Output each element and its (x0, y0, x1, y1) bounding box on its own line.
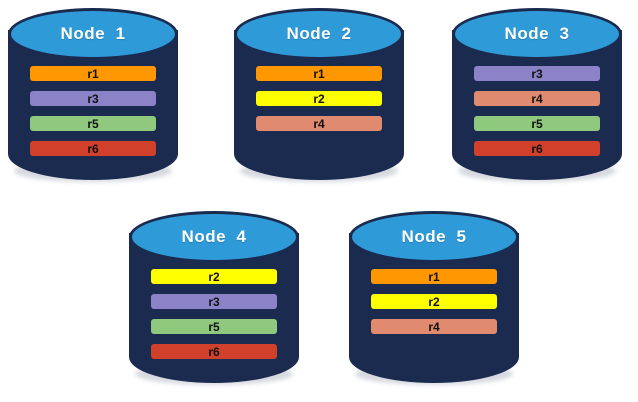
replica-bar-r5[interactable]: r5 (151, 319, 277, 334)
replica-label: r1 (313, 66, 325, 81)
replica-label: r6 (87, 141, 99, 156)
replica-label: r4 (531, 91, 543, 106)
node-label: Node 3 (504, 24, 570, 43)
replica-label: r5 (208, 319, 220, 334)
replica-bar-r6[interactable]: r6 (151, 344, 277, 359)
node-1[interactable]: Node 1 r1 r3 r5 r6 (8, 8, 178, 188)
cylinder-top-ellipse: Node 5 (349, 211, 519, 263)
replica-bar-r3[interactable]: r3 (30, 91, 156, 106)
replica-bar-r1[interactable]: r1 (256, 66, 382, 81)
replica-label: r2 (428, 294, 440, 309)
replica-bar-r5[interactable]: r5 (30, 116, 156, 131)
replica-bar-r2[interactable]: r2 (256, 91, 382, 106)
replica-list: r3 r4 r5 r6 (474, 66, 600, 156)
cylinder-top-ellipse: Node 4 (129, 211, 299, 263)
replica-label: r5 (531, 116, 543, 131)
node-5[interactable]: Node 5 r1 r2 r4 (349, 211, 519, 391)
node-3[interactable]: Node 3 r3 r4 r5 r6 (452, 8, 622, 188)
replica-bar-r3[interactable]: r3 (151, 294, 277, 309)
replica-list: r1 r2 r4 (256, 66, 382, 131)
replica-bar-r3[interactable]: r3 (474, 66, 600, 81)
cylinder-top-ellipse: Node 2 (234, 8, 404, 60)
node-label: Node 5 (401, 227, 467, 246)
replica-label: r6 (208, 344, 220, 359)
node-label: Node 2 (286, 24, 352, 43)
replica-bar-r6[interactable]: r6 (474, 141, 600, 156)
replica-label: r1 (428, 269, 440, 284)
replica-label: r5 (87, 116, 99, 131)
cylinder-top-ellipse: Node 3 (452, 8, 622, 60)
replica-bar-r5[interactable]: r5 (474, 116, 600, 131)
replica-label: r2 (313, 91, 325, 106)
replica-label: r4 (428, 319, 440, 334)
node-2[interactable]: Node 2 r1 r2 r4 (234, 8, 404, 188)
node-label: Node 4 (181, 227, 247, 246)
replica-bar-r1[interactable]: r1 (30, 66, 156, 81)
replica-label: r3 (531, 66, 543, 81)
replica-bar-r2[interactable]: r2 (371, 294, 497, 309)
replica-label: r3 (87, 91, 99, 106)
replica-bar-r4[interactable]: r4 (256, 116, 382, 131)
replica-bar-r1[interactable]: r1 (371, 269, 497, 284)
replica-label: r3 (208, 294, 220, 309)
replica-label: r2 (208, 269, 220, 284)
replica-list: r2 r3 r5 r6 (151, 269, 277, 359)
replica-list: r1 r3 r5 r6 (30, 66, 156, 156)
replica-label: r1 (87, 66, 99, 81)
replica-bar-r4[interactable]: r4 (474, 91, 600, 106)
replica-label: r6 (531, 141, 543, 156)
replica-bar-r6[interactable]: r6 (30, 141, 156, 156)
cylinder-top-ellipse: Node 1 (8, 8, 178, 60)
replica-label: r4 (313, 116, 325, 131)
node-label: Node 1 (60, 24, 126, 43)
replica-bar-r4[interactable]: r4 (371, 319, 497, 334)
replica-bar-r2[interactable]: r2 (151, 269, 277, 284)
replica-list: r1 r2 r4 (371, 269, 497, 334)
node-4[interactable]: Node 4 r2 r3 r5 r6 (129, 211, 299, 391)
